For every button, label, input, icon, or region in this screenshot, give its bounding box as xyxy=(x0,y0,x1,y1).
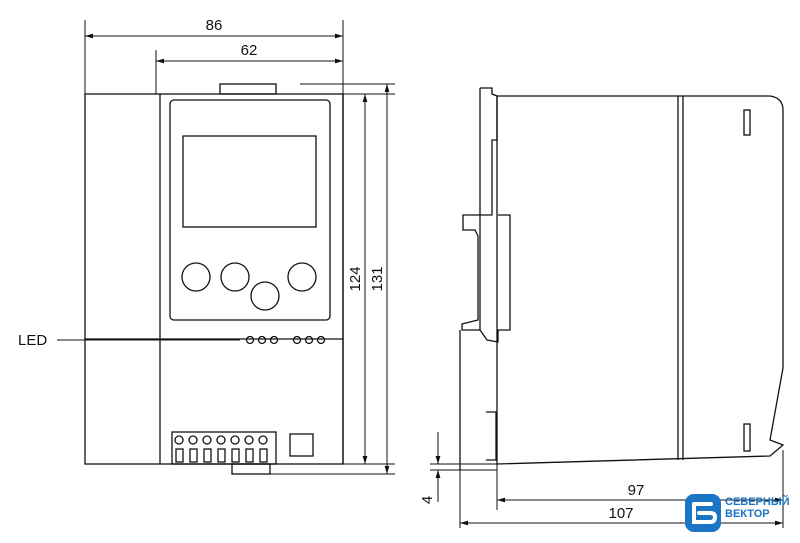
bottom-clip xyxy=(231,463,271,475)
function-button-1 xyxy=(181,262,211,292)
dimension-texts: 86 62 124 131 97 107 4 LED xyxy=(18,17,644,522)
side-housing xyxy=(496,95,785,465)
logo-line-2: ВЕКТОР xyxy=(725,508,770,520)
control-panel xyxy=(169,99,331,321)
dim-height-inner: 124 xyxy=(347,266,364,291)
led-indicator xyxy=(245,335,255,345)
dim-width-total: 86 xyxy=(206,17,223,34)
led-label: LED xyxy=(18,332,47,349)
terminal-block xyxy=(171,431,277,465)
front-view xyxy=(84,83,344,475)
side-slot-top xyxy=(743,109,751,136)
din-clip-lower xyxy=(486,411,497,461)
function-button-4 xyxy=(250,281,280,311)
led-indicator xyxy=(304,335,314,345)
function-button-3 xyxy=(287,262,317,292)
side-slot-bottom xyxy=(743,423,751,452)
dim-depth-body: 97 xyxy=(628,482,645,499)
dimension-lines xyxy=(57,20,784,528)
led-indicator xyxy=(316,335,326,345)
logo-line-1: СЕВЕРНЫЙ xyxy=(725,496,790,508)
dim-depth-total: 107 xyxy=(608,505,633,522)
front-housing xyxy=(84,93,344,465)
dim-rail-offset: 4 xyxy=(419,496,436,504)
din-rail-profile xyxy=(461,87,511,343)
led-indicator xyxy=(257,335,267,345)
led-indicator xyxy=(292,335,302,345)
top-clip xyxy=(219,83,277,95)
led-indicator xyxy=(269,335,279,345)
logo-emblem-icon xyxy=(685,494,721,532)
service-connector xyxy=(289,433,314,457)
dim-width-front: 62 xyxy=(241,42,258,59)
brand-logo: СЕВЕРНЫЙ ВЕКТОР xyxy=(683,492,797,536)
function-button-2 xyxy=(220,262,250,292)
lcd-display xyxy=(182,135,317,228)
dim-height-outer: 131 xyxy=(369,266,386,291)
side-view xyxy=(459,87,785,470)
logo-text: СЕВЕРНЫЙ ВЕКТОР xyxy=(725,496,790,520)
